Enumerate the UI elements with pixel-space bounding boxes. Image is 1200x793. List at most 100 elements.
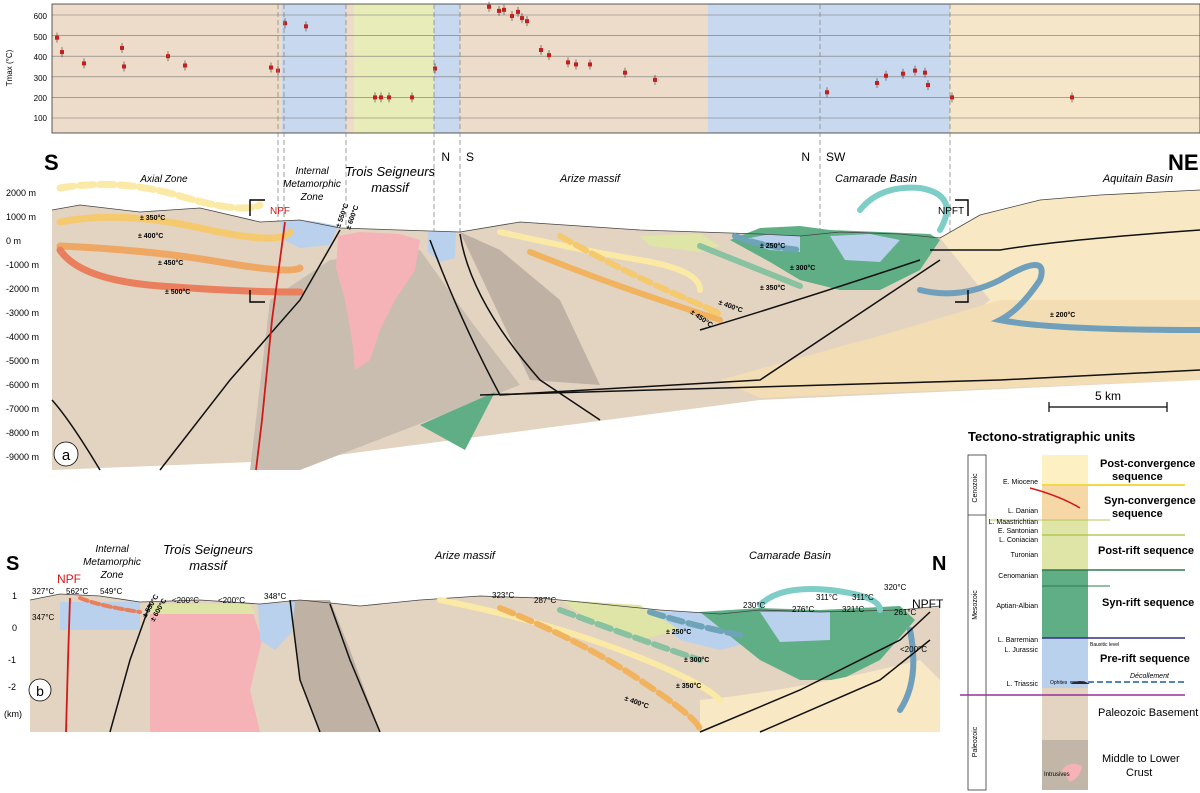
depth-label: -8000 m (6, 428, 39, 438)
scale-bar-label: 5 km (1095, 389, 1121, 403)
tmax-tick-label: 100 (34, 114, 48, 123)
zone-aquitain: Aquitain Basin (1102, 173, 1173, 185)
stage-label: E. Santonian (998, 528, 1038, 535)
tmax-point (379, 95, 383, 100)
temp-label-b: 321°C (842, 605, 865, 614)
tmax-plot-frame (51, 3, 1200, 134)
section-a-left-end: S (44, 150, 59, 175)
trois-seigneurs-cover-b (150, 604, 255, 614)
sequence-label: Syn-rift sequence (1102, 597, 1194, 609)
temp-label-b: 549°C (100, 587, 123, 596)
legend-swatch-pre-rift (1042, 638, 1088, 688)
zone-internal-b: Metamorphic (83, 557, 141, 568)
isotherm-500 (56, 246, 304, 296)
direction-sw: SW (826, 150, 846, 164)
camarade-syn-rift-b (700, 606, 915, 680)
fault (109, 603, 151, 733)
legend-note-ophites: Ophites (1050, 680, 1068, 686)
stage-label: Turonian (1011, 552, 1038, 559)
tmax-tick-label: 500 (34, 33, 48, 42)
zone-internal: Internal (295, 166, 329, 177)
temp-label-b: 320°C (884, 583, 907, 592)
tmax-point (373, 95, 377, 100)
tmax-point (623, 70, 627, 75)
era-label: Mesozoic (972, 590, 979, 620)
npf-label-b: NPF (57, 572, 81, 586)
isotherm-200 (917, 262, 1200, 333)
stage-label: L. Triassic (1006, 681, 1038, 688)
temp-label-b: 347°C (32, 613, 55, 622)
temp-label-b: <200°C (900, 645, 927, 654)
tmax-point (923, 70, 927, 75)
zoom-bracket-right (955, 199, 969, 303)
sequence-label: Paleozoic Basement (1098, 707, 1198, 719)
internal-zone-cover-b (60, 602, 140, 630)
panel-letter-a: a (62, 447, 71, 464)
stage-label: L. Barremian (998, 637, 1038, 644)
fault (159, 229, 341, 471)
depth-label: -7000 m (6, 404, 39, 414)
tmax-point (122, 64, 126, 69)
era-label: Cenozoic (972, 473, 979, 503)
fault (699, 611, 931, 733)
temp-label-b: ± 350°C (676, 682, 701, 690)
tmax-point (901, 71, 905, 76)
tmax-point (120, 45, 124, 50)
trois-seigneurs-intrusion (336, 232, 420, 370)
camarade-pre-rift-2 (830, 234, 900, 262)
zone-internal: Metamorphic (283, 179, 341, 190)
fault (930, 229, 1200, 251)
tmax-point (497, 8, 501, 13)
direction-s: S (466, 150, 474, 164)
npf-label: NPF (270, 206, 290, 217)
zone-internal: Zone (300, 192, 324, 203)
tmax-point (913, 68, 917, 73)
topographic-surface-b (29, 593, 941, 615)
depth-label-b: 1 (12, 591, 17, 601)
temp-label: ± 300°C (790, 264, 815, 272)
tmax-point (55, 35, 59, 40)
temp-label-b: <200°C (218, 596, 245, 605)
depth-label: -4000 m (6, 332, 39, 342)
stage-label: Aptian-Albian (996, 603, 1038, 610)
tmax-axis-label: Tmax (°C) (5, 49, 14, 86)
zone-trois-seigneurs: Trois Seigneurs (345, 164, 436, 179)
sequence-label: sequence (1112, 508, 1163, 520)
depth-label-b: 0 (12, 623, 17, 633)
cross-section-a: 2000 m 1000 m 0 m -1000 m -2000 m -3000 … (6, 150, 1200, 471)
zoom-bracket-left (249, 199, 265, 303)
isotherm-200b (897, 627, 917, 713)
depth-label: -3000 m (6, 308, 39, 318)
section-b-right-end: N (932, 553, 946, 575)
arize-crust-wedge-b (290, 600, 380, 732)
zone-camarade: Camarade Basin (835, 173, 917, 185)
temp-label-b: 562°C (66, 587, 89, 596)
temp-label-b: 327°C (32, 587, 55, 596)
stage-label: Cenomanian (998, 573, 1038, 580)
isotherm-450 (56, 242, 304, 274)
tmax-band-camarade (708, 4, 950, 133)
isotherm-camarade-top (857, 184, 950, 233)
temp-label: ± 450°C (158, 259, 183, 267)
stage-label: L. Coniacian (999, 537, 1038, 544)
tmax-point (950, 95, 954, 100)
zone-axial: Axial Zone (139, 174, 188, 185)
faults-b (109, 599, 931, 733)
tmax-point (510, 14, 514, 19)
tmax-point (166, 54, 170, 59)
era-label: Paleozoic (972, 726, 979, 757)
isotherm-camarade-top-b (757, 586, 883, 613)
temp-label-b: 323°C (492, 591, 515, 600)
tmax-band-internal (282, 4, 346, 133)
stage-label: L. Maastrichtian (989, 519, 1039, 526)
temp-label-b: 230°C (743, 601, 766, 610)
arize-post-rift-b (560, 600, 680, 640)
temp-label-b: 348°C (264, 592, 287, 601)
isotherm-250b (647, 609, 743, 638)
ophite-marker (1070, 681, 1090, 684)
tmax-plot: Tmax (°C) 600 500 400 300 200 100 (5, 1, 1200, 134)
panel-letter-b: b (36, 683, 44, 699)
tmax-point (547, 53, 551, 58)
tmax-tick-label: 600 (34, 12, 48, 21)
tmax-gridlines (52, 14, 1200, 119)
